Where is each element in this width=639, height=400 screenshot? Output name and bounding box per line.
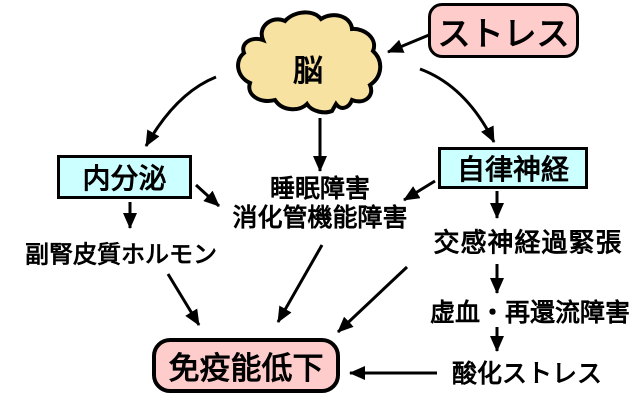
endocrine-box: 内分泌 (57, 155, 192, 199)
immune-decline-box: 免疫能低下 (152, 338, 340, 393)
arrow-endocrine-to-disorders (194, 183, 221, 208)
arrow-brain-to-endocrine (144, 75, 217, 147)
arrow-autonomic-to-disorders (403, 179, 436, 202)
stress-label: ストレス (437, 13, 570, 53)
digestive-disorder-text: 消化管機能障害 (232, 203, 408, 232)
arrow-adrenal-to-immune (166, 273, 201, 326)
ischemia-label: 虚血・再還流障害 (429, 298, 631, 327)
sympathetic-label: 交感神経過緊張 (433, 228, 623, 259)
arrow-stress-to-brain (387, 33, 430, 54)
arrow-disorders-to-immune (276, 244, 324, 323)
stress-box: ストレス (428, 3, 579, 58)
endocrine-label: 内分泌 (82, 162, 167, 195)
autonomic-label: 自律神経 (456, 153, 569, 186)
brain-label: 脳 (293, 54, 323, 89)
sleep-disorder-text: 睡眠障害 (269, 174, 371, 203)
autonomic-nerve-box: 自律神経 (438, 147, 588, 189)
disorders-label: 睡眠障害 消化管機能障害 (232, 174, 407, 232)
immune-label: 免疫能低下 (168, 351, 324, 387)
adrenal-hormone-label: 副腎皮質ホルモン (25, 240, 217, 269)
arrow-brain-to-autonomic (419, 67, 496, 143)
oxidative-stress-label: 酸化ストレス (451, 359, 603, 388)
brain-shape (236, 10, 383, 115)
arrow-sympathetic-to-immune (336, 265, 409, 334)
